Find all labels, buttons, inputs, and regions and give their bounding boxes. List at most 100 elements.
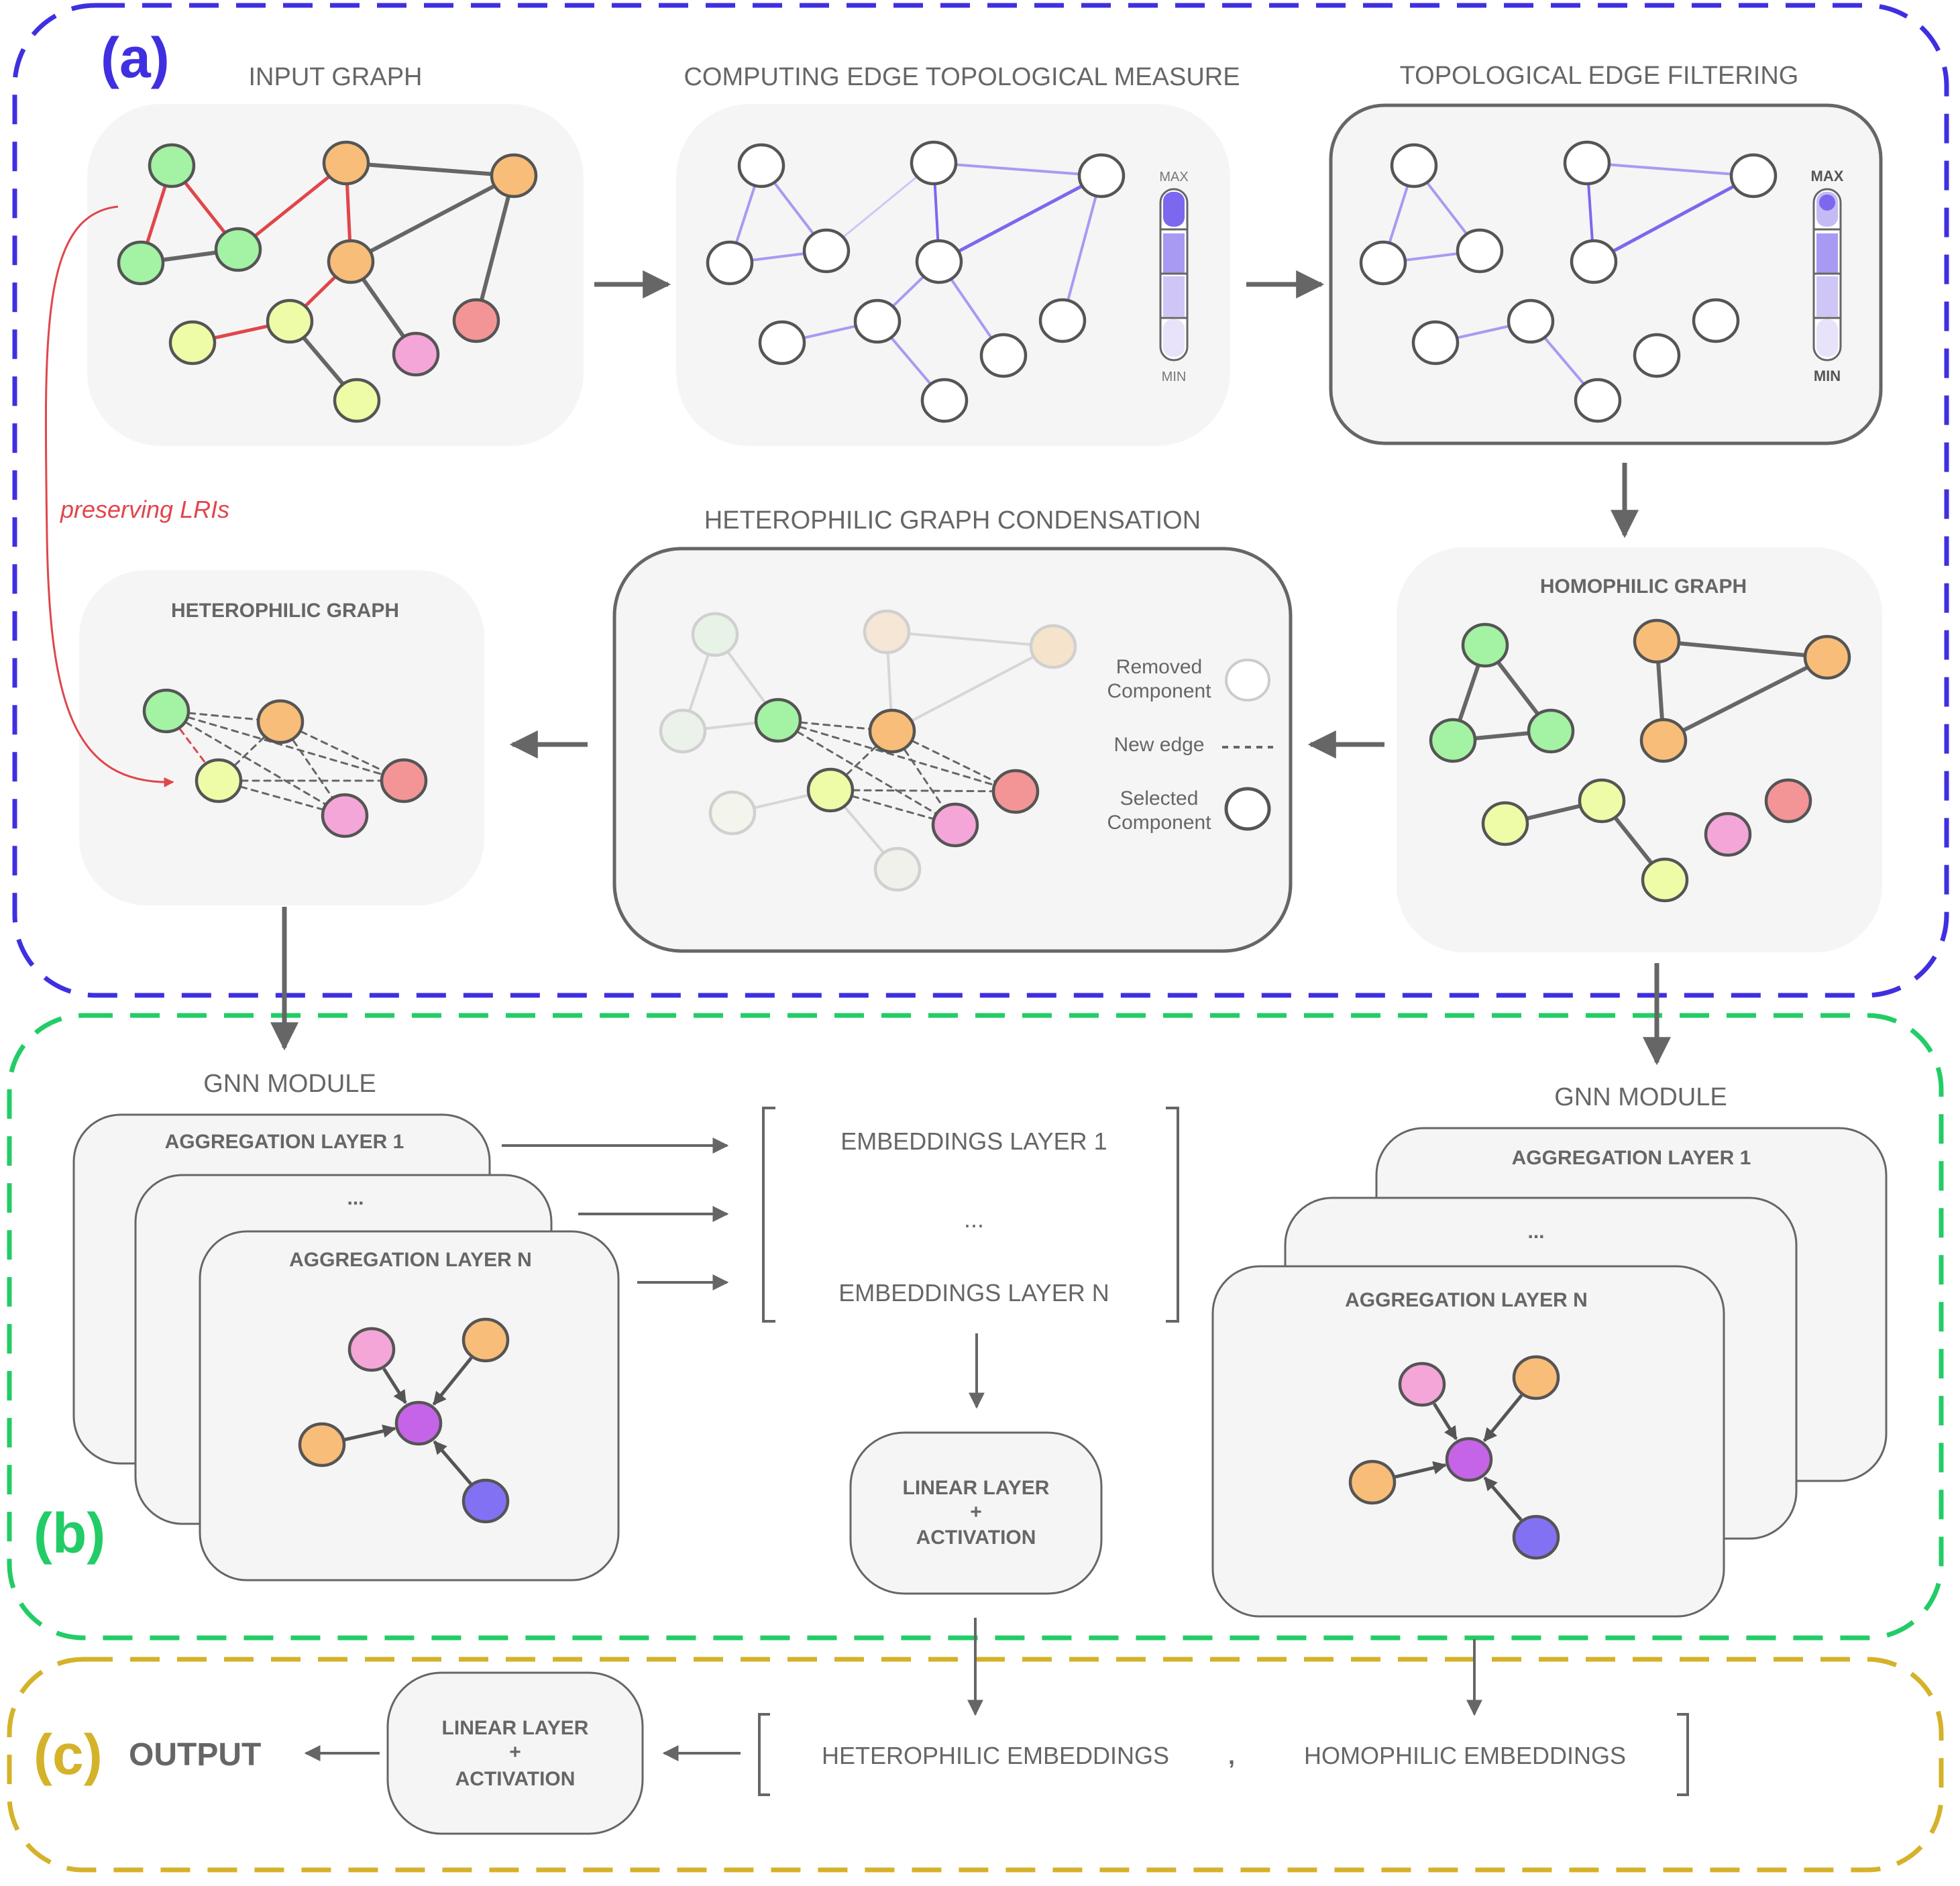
homophilic-graph-edge: [1662, 655, 1829, 742]
homophilic-title: HOMOPHILIC GRAPH: [1540, 575, 1747, 598]
legend-selected-node: [1224, 787, 1271, 831]
homophilic-embeddings: HOMOPHILIC EMBEDDINGS: [1304, 1742, 1626, 1769]
condensed-graph-node: [806, 767, 855, 813]
homophilic-graph: [1429, 618, 1851, 903]
agg-left-edge: [382, 1368, 407, 1404]
input-graph-node: [214, 227, 262, 272]
aggregation-star-left: [298, 1317, 510, 1524]
linear-b-plus: +: [970, 1501, 982, 1523]
input-graph-title: INPUT GRAPH: [248, 63, 422, 91]
heterophilic-title: HETEROPHILIC GRAPH: [171, 600, 399, 622]
filtered-graph-edge: [1586, 162, 1755, 177]
condensed-graph-node: [708, 790, 757, 836]
linear-b-line1: LINEAR LAYER: [903, 1477, 1050, 1499]
emb-layerN: EMBEDDINGS LAYER N: [838, 1279, 1109, 1307]
legend-removed-2: Component: [1107, 680, 1211, 702]
gnn-left-title: GNN MODULE: [203, 1070, 376, 1098]
agg-left-neighbor-node: [347, 1327, 396, 1372]
agg-right-edge: [1483, 1476, 1523, 1521]
measure-graph-node: [758, 320, 806, 366]
condensed-graph-edge: [891, 645, 1054, 732]
condensed-graph-node: [863, 609, 911, 655]
input-graph-edge: [344, 161, 516, 178]
measure-graph-edge: [1061, 174, 1103, 322]
measure-graph-edge: [825, 162, 935, 252]
input-graph: [117, 140, 538, 423]
condensation-title: HETEROPHILIC GRAPH CONDENSATION: [704, 506, 1201, 535]
input-graph-node: [392, 331, 440, 377]
filtering-title: TOPOLOGICAL EDGE FILTERING: [1400, 62, 1799, 90]
condensation-box: [612, 547, 1293, 953]
measure-graph-node: [910, 140, 958, 186]
condensed-graph-node: [659, 708, 707, 754]
input-graph-edge: [349, 174, 516, 264]
condensed-graph-node: [873, 846, 922, 892]
agg-left-edge: [433, 1440, 472, 1485]
input-graph-node: [452, 298, 500, 343]
homophilic-graph-node: [1633, 618, 1681, 664]
input-graph-node: [333, 378, 381, 423]
homophilic-graph-node: [1527, 708, 1575, 754]
linear-layer-b: [849, 1431, 1103, 1595]
condensed-graph-edge: [777, 719, 1017, 793]
agg-right-edge: [1432, 1402, 1458, 1441]
measure-graph-node: [706, 240, 754, 286]
agg-right-neighbor-node: [1512, 1514, 1560, 1560]
condensed-graph-node: [868, 708, 916, 754]
output-label: OUTPUT: [129, 1737, 261, 1773]
heterophilic-graph-node: [142, 688, 190, 734]
input-graph-node: [327, 239, 375, 284]
homophilic-graph-node: [1578, 778, 1626, 824]
condensed-graph-edge: [829, 789, 1017, 793]
legend-removed-1: Removed: [1116, 656, 1202, 678]
condensed-graph-node: [754, 698, 802, 743]
gnn-left-layer1: AGGREGATION LAYER 1: [165, 1131, 404, 1153]
heterophilic-graph-edge: [165, 710, 346, 817]
agg-left-neighbor-node: [298, 1422, 346, 1467]
output-bracket-left: [758, 1713, 770, 1796]
legend-removed-node: [1225, 659, 1270, 702]
linear-c-plus: +: [509, 1741, 521, 1763]
homophilic-box: [1397, 547, 1882, 952]
measure-graph-node: [920, 378, 969, 423]
legend-selected-2: Component: [1107, 812, 1211, 834]
emb-layer1: EMBEDDINGS LAYER 1: [840, 1127, 1107, 1155]
measure-graph-edge: [937, 174, 1103, 264]
agg-right-edge: [1482, 1394, 1523, 1442]
homophilic-graph-node: [1461, 622, 1509, 668]
agg-right-center-node: [1445, 1437, 1493, 1482]
agg-left-center-node: [394, 1400, 443, 1446]
linear-b-line2: ACTIVATION: [916, 1527, 1036, 1549]
measure-graph-node: [1038, 298, 1087, 343]
filtered-graph-node: [1507, 298, 1555, 344]
measure-scale: MAX MIN: [1159, 170, 1188, 384]
input-graph-node: [117, 240, 165, 286]
linear-layer-c: [386, 1671, 644, 1835]
legend-new-edge: New edge: [1113, 734, 1204, 756]
heterophilic-graph-node: [256, 699, 305, 744]
measure-graph-edge: [932, 162, 1103, 177]
condensed-graph: [659, 609, 1077, 892]
gnn-left-layerN: AGGREGATION LAYER N: [289, 1249, 532, 1271]
aggregation-star-right: [1348, 1355, 1560, 1560]
measure-graph-node: [1077, 153, 1126, 199]
agg-right-neighbor-node: [1398, 1362, 1446, 1407]
output-bracket-right: [1677, 1713, 1689, 1796]
agg-right-edge: [1394, 1461, 1447, 1479]
condensed-graph-edge: [885, 630, 1054, 648]
condensed-graph-node: [1029, 624, 1077, 669]
input-graph-node: [490, 153, 538, 199]
homophilic-graph-node: [1704, 812, 1752, 857]
filtered-graph-node: [1574, 378, 1622, 423]
input-graph-node: [168, 320, 217, 366]
input-graph-edge: [474, 174, 516, 323]
filtered-graph-node: [1692, 298, 1740, 343]
measure-graph-node: [737, 143, 785, 188]
input-graph-node: [148, 143, 196, 188]
agg-left-neighbor-node: [461, 1317, 510, 1363]
filtered-graph-node: [1456, 228, 1504, 274]
filtered-graph-node: [1563, 140, 1611, 186]
filtered-graph-node: [1359, 240, 1407, 286]
condensed-graph-node: [991, 769, 1040, 814]
